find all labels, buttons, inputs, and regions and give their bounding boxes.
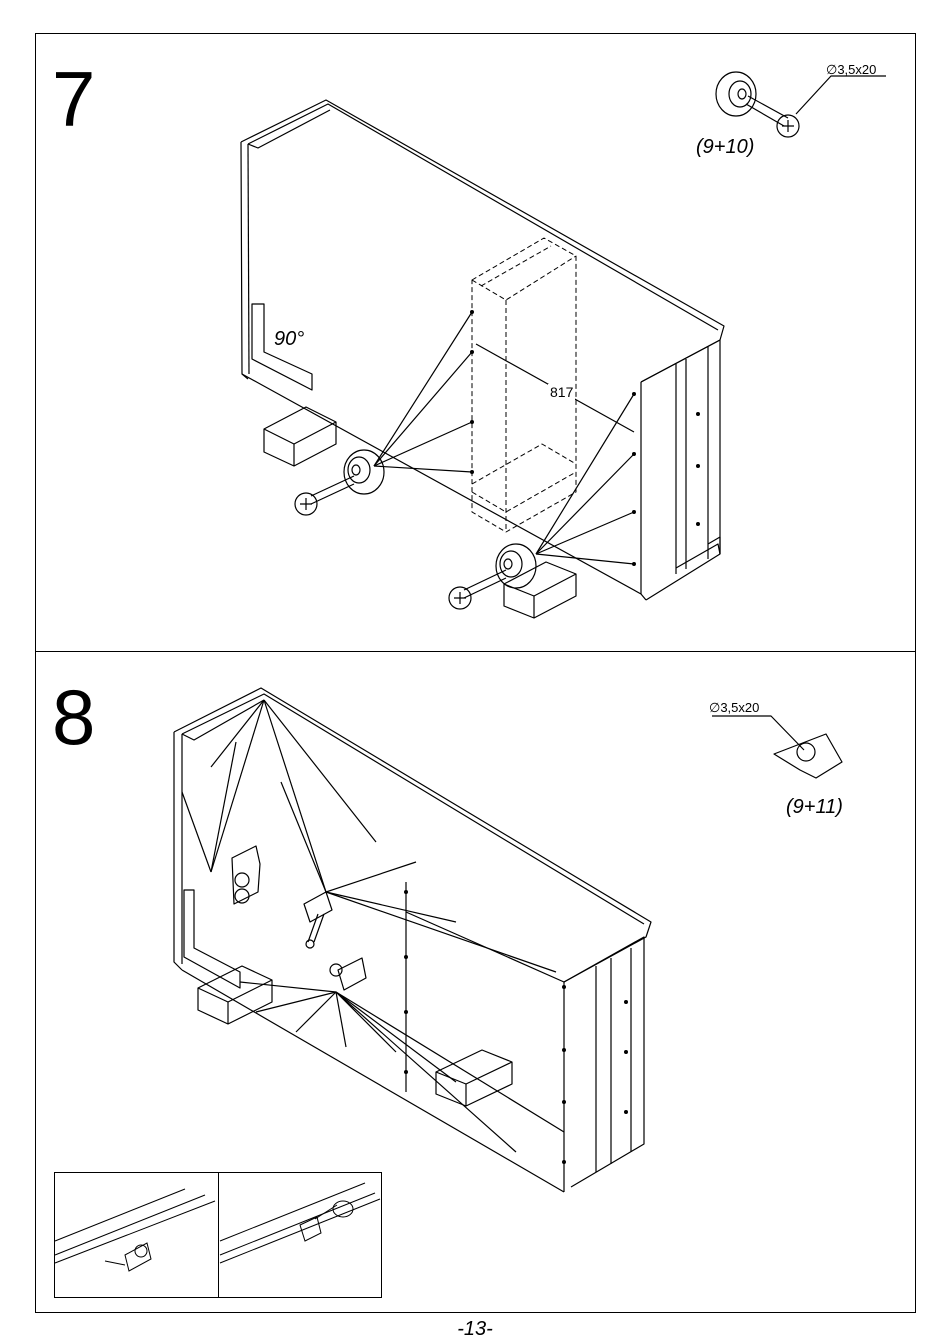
page-number: -13- <box>0 1318 950 1341</box>
angle-label: 90° <box>274 328 304 351</box>
step-8-panel: 8 <box>35 651 916 1313</box>
parts-label: (9+11) <box>786 796 843 819</box>
inset-illustration <box>55 1173 383 1299</box>
step-7-panel: 7 <box>35 33 916 652</box>
screw-spec: ∅3,5x20 <box>826 62 876 78</box>
dimension-label: 817 <box>548 384 575 400</box>
step-7-illustration <box>36 34 917 653</box>
detail-inset <box>54 1172 382 1298</box>
parts-label: (9+10) <box>696 136 754 159</box>
screw-spec: ∅3,5x20 <box>709 700 759 716</box>
